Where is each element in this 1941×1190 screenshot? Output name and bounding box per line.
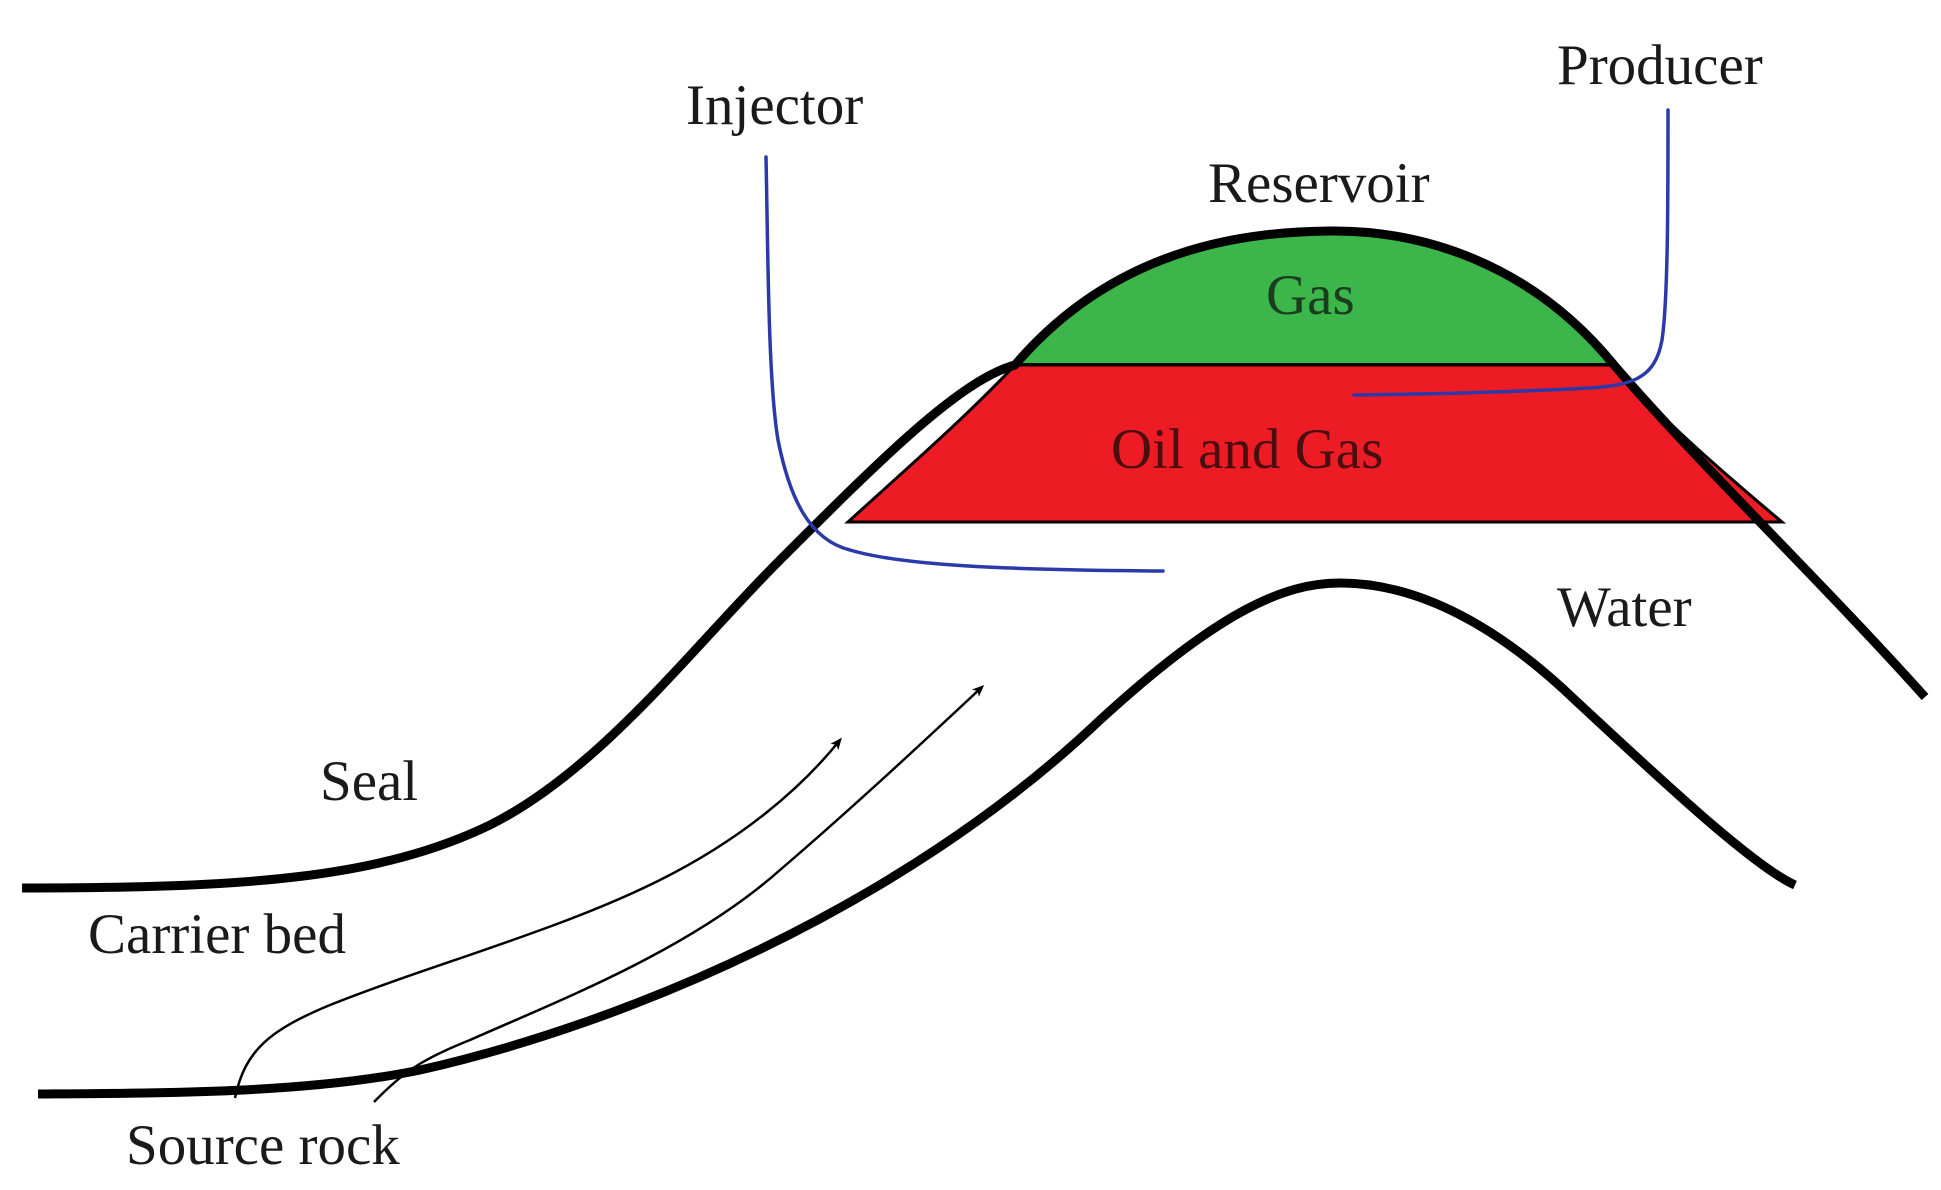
seal-layer — [21, 226, 1929, 893]
carrier-bed-label: Carrier bed — [88, 903, 346, 966]
oil-and-gas-zone-label: Oil and Gas — [1111, 418, 1383, 481]
producer-well — [1352, 108, 1670, 397]
seal-label: Seal — [320, 750, 418, 813]
injector-well — [764, 155, 1165, 573]
water-label: Water — [1557, 576, 1692, 639]
producer-label: Producer — [1557, 34, 1763, 97]
source-rock-label: Source rock — [126, 1114, 400, 1177]
injector-label: Injector — [686, 74, 863, 137]
migration-arrow-2 — [373, 684, 985, 1103]
gas-zone-label: Gas — [1266, 264, 1355, 327]
migration-arrow-1 — [233, 737, 842, 1099]
source-rock-layer — [37, 578, 1797, 1099]
reservoir-label: Reservoir — [1208, 152, 1430, 215]
